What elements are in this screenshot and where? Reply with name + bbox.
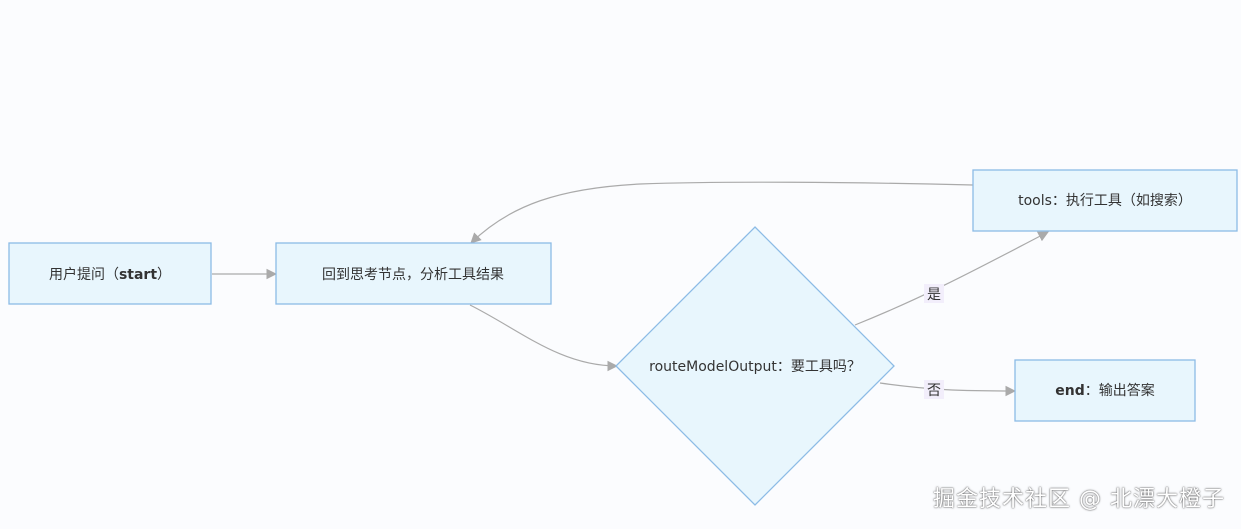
edge-label-no-text: 否 xyxy=(927,383,941,399)
edge-tools-to-agent xyxy=(470,181,974,244)
node-end: end：输出答案 xyxy=(1014,359,1196,422)
node-tools: tools：执行工具（如搜索） xyxy=(972,169,1238,232)
node-route: routeModelOutput：要工具吗？ xyxy=(615,226,895,506)
node-start-label: start xyxy=(119,267,157,283)
edge-label-no: 否 xyxy=(924,380,944,399)
edge-route-to-tools xyxy=(854,231,1049,326)
node-start: 用户提问（start） xyxy=(8,242,212,305)
edge-agent-to-route xyxy=(469,304,619,372)
node-end-label: end xyxy=(1055,383,1084,399)
edge-route-to-end xyxy=(879,382,1017,397)
node-tools-label: tools：执行工具（如搜索） xyxy=(1018,192,1192,209)
node-agent-label: 回到思考节点，分析工具结果 xyxy=(322,267,504,283)
node-start-prefix: 用户提问（ xyxy=(49,266,119,283)
node-agent: 回到思考节点，分析工具结果 xyxy=(275,242,552,305)
node-route-label: routeModelOutput：要工具吗？ xyxy=(649,359,861,375)
svg-text:end：输出答案: end：输出答案 xyxy=(1055,382,1154,399)
node-start-suffix: ） xyxy=(157,267,171,283)
watermark: 掘金技术社区 @ 北漂大橙子 xyxy=(933,487,1225,512)
node-end-suffix: ：输出答案 xyxy=(1085,382,1155,399)
edge-label-yes-text: 是 xyxy=(927,287,941,303)
svg-text:用户提问（start）: 用户提问（start） xyxy=(49,266,171,283)
edge-label-yes: 是 xyxy=(924,284,944,303)
